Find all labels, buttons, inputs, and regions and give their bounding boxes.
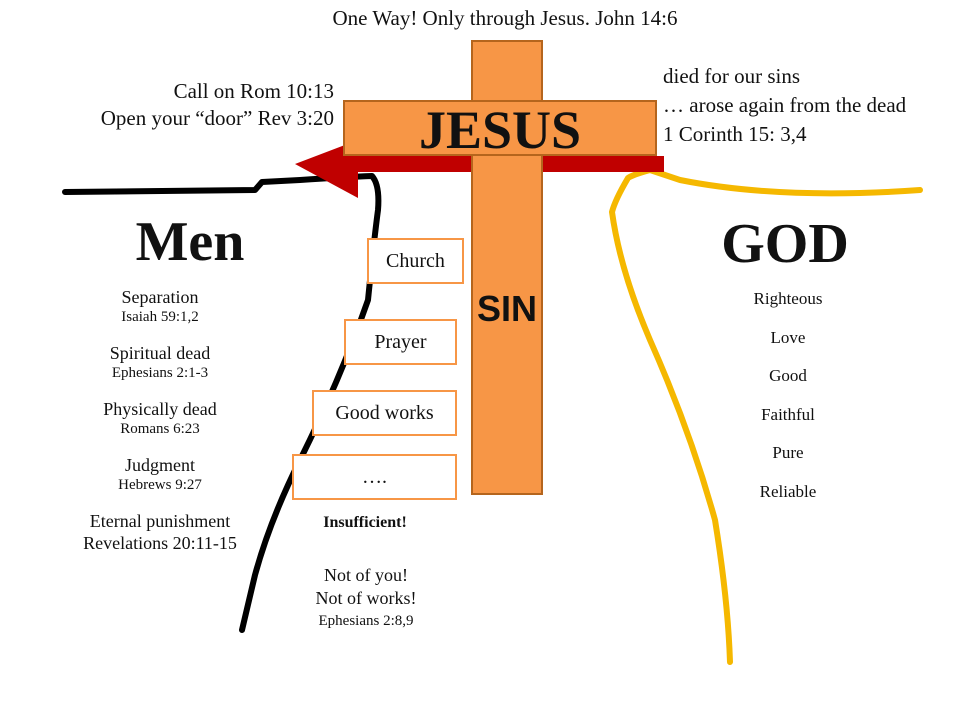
men-condition-item: Eternal punishment Revelations 20:11-15 <box>60 510 260 554</box>
call-verses: Call on Rom 10:13 Open your “door” Rev 3… <box>101 78 334 132</box>
god-attribute: Pure <box>772 443 804 463</box>
men-condition-label: Physically dead <box>103 399 217 419</box>
effort-box-church: Church <box>367 238 464 284</box>
men-condition-label: Separation <box>121 287 199 307</box>
men-condition-label: Eternal punishment <box>89 511 231 531</box>
effort-box-prayer: Prayer <box>344 319 457 365</box>
not-of-you-line-2: Not of works! <box>315 588 417 608</box>
men-condition-ref: Hebrews 9:27 <box>118 477 202 493</box>
god-attribute-list: Righteous Love Good Faithful Pure Reliab… <box>728 288 848 520</box>
effort-box-ellipsis: …. <box>292 454 457 500</box>
died-line-3: 1 Corinth 15: 3,4 <box>663 122 807 146</box>
god-attribute: Faithful <box>761 404 815 424</box>
god-attribute: Righteous <box>753 289 823 308</box>
men-condition-label: Judgment <box>125 455 195 475</box>
not-of-you-ref: Ephesians 2:8,9 <box>318 613 414 629</box>
god-chasm-line <box>609 167 923 665</box>
men-condition-ref: Isaiah 59:1,2 <box>121 309 199 325</box>
not-of-you-line-1: Not of you! <box>324 565 408 585</box>
god-heading: GOD <box>721 213 849 275</box>
call-line-2: Open your “door” Rev 3:20 <box>100 106 334 130</box>
died-verses: died for our sins … arose again from the… <box>663 62 906 149</box>
died-line-1: died for our sins <box>663 64 801 88</box>
insufficient-label: Insufficient! <box>323 514 407 531</box>
men-condition-label: Spiritual dead <box>109 343 211 363</box>
bridge-arrow-head <box>295 140 358 198</box>
men-condition-ref: Romans 6:23 <box>120 421 200 437</box>
men-condition-item: Spiritual dead Ephesians 2:1-3 <box>60 342 260 383</box>
men-chasm-line <box>62 173 382 633</box>
cross-horizontal-beam <box>343 100 657 156</box>
call-line-1: Call on Rom 10:13 <box>173 79 334 103</box>
god-attribute: Reliable <box>759 481 817 501</box>
died-line-2: … arose again from the dead <box>663 93 907 117</box>
god-attribute: Love <box>770 327 806 347</box>
men-condition-ref: Revelations 20:11-15 <box>83 533 237 553</box>
men-condition-ref: Ephesians 2:1-3 <box>111 365 209 381</box>
god-attribute: Good <box>769 366 807 386</box>
men-heading: Men <box>135 211 245 273</box>
not-of-you-verses: Not of you! Not of works! Ephesians 2:8,… <box>296 564 436 633</box>
men-condition-list: Separation Isaiah 59:1,2 Spiritual dead … <box>60 286 260 569</box>
men-condition-item: Physically dead Romans 6:23 <box>60 398 260 439</box>
diagram-title: One Way! Only through Jesus. John 14:6 <box>332 6 678 30</box>
cross-label-jesus: JESUS <box>418 100 582 160</box>
men-condition-item: Separation Isaiah 59:1,2 <box>60 286 260 327</box>
cross-label-sin: SIN <box>476 288 537 329</box>
men-condition-item: Judgment Hebrews 9:27 <box>60 454 260 495</box>
effort-box-good-works: Good works <box>312 390 457 436</box>
